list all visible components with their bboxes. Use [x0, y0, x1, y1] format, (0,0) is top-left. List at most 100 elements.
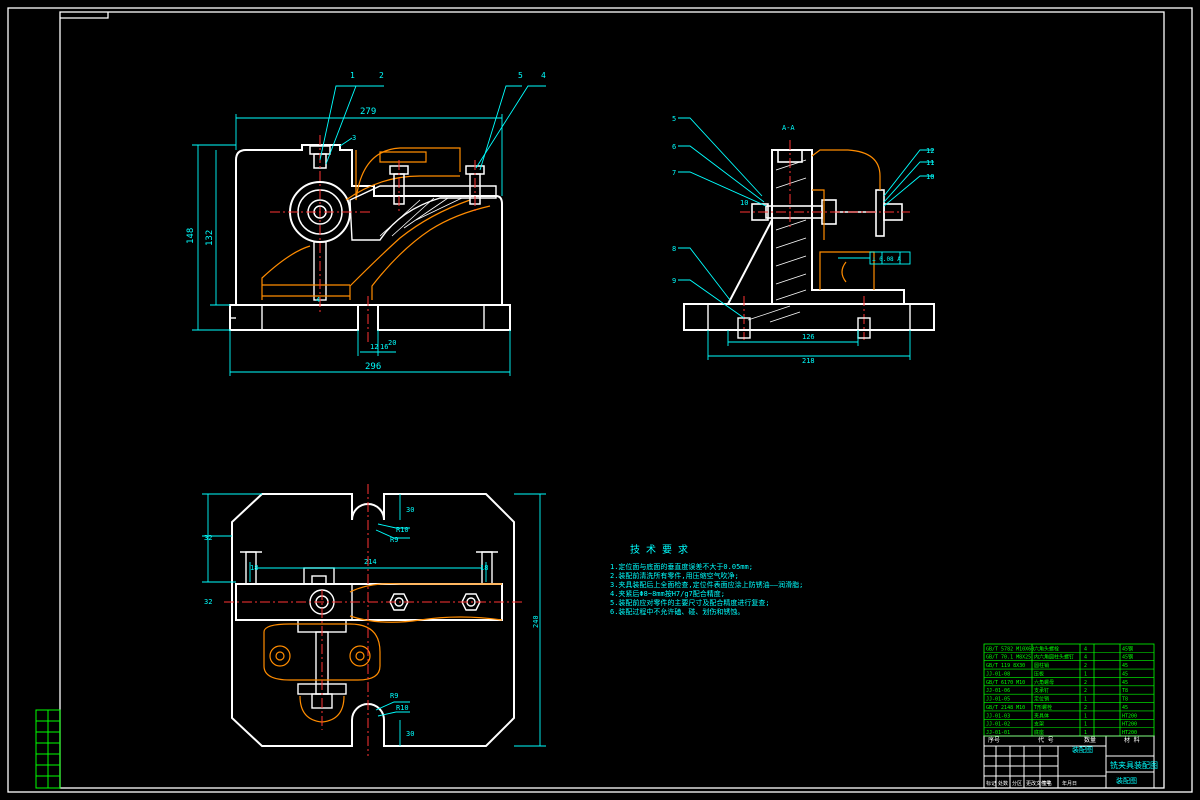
parts-row-code: JJ-01-06 [986, 688, 1010, 694]
parts-row-name: T形螺栓 [1034, 704, 1052, 711]
front-centerlines [270, 135, 476, 345]
side-centerlines [740, 140, 910, 340]
tech-line-4: 4.夹紧后Φ8~8mm按H7/g7配合精度; [610, 589, 725, 598]
parts-row-code: GB/T 6170 M10 [986, 680, 1025, 686]
front-dim-small-2: 4 [316, 296, 320, 304]
front-view: 279 148 132 296 12 16 20 3 4 1 2 5 4 [186, 71, 546, 376]
side-bolt-assembly [751, 149, 903, 237]
tech-line-1: 1.定位面与底面的垂直度误差不大于0.05mm; [610, 562, 753, 571]
parts-row-qty: 2 [1084, 663, 1087, 669]
side-balloon-6: 6 [672, 143, 676, 151]
tech-line-6: 6.装配过程中不允许磕、碰、划伤和锈蚀。 [610, 607, 744, 616]
parts-row-name: 压板 [1034, 670, 1044, 677]
parts-row-code: GB/T 119 8X30 [986, 663, 1025, 669]
front-balloon-5: 5 [518, 71, 523, 80]
top-dim-32-a: 32 [204, 534, 212, 542]
top-dim-32-b: 32 [204, 598, 212, 606]
parts-row-material: 45钢 [1122, 654, 1133, 661]
parts-row-qty: 1 [1084, 730, 1087, 736]
tech-requirements: 技 术 要 求 1.定位面与底面的垂直度误差不大于0.05mm; 2.装配前清洗… [610, 543, 803, 616]
parts-row-material: T8 [1122, 697, 1128, 703]
parts-row-qty: 1 [1084, 671, 1087, 677]
side-section-label: A-A [782, 124, 795, 132]
side-balloon-7: 7 [672, 169, 676, 177]
parts-row-qty: 4 [1084, 646, 1087, 652]
front-rib-hatch [349, 185, 497, 241]
front-dim-279: 279 [360, 107, 376, 117]
top-centerlines [224, 484, 524, 756]
parts-row-qty: 1 [1084, 722, 1087, 728]
parts-row-qty: 4 [1084, 655, 1087, 661]
parts-row-material: 45钢 [1122, 645, 1133, 652]
side-section-hatch [747, 159, 807, 323]
parts-row-name: 定位销 [1034, 696, 1049, 703]
top-hidden-lines [263, 583, 503, 723]
parts-header-material: 材 料 [1124, 736, 1140, 744]
tech-line-3: 3.夹具装配后上全面检查,定位件表面应涂上防锈油——润滑脂; [610, 580, 803, 589]
parts-row-qty: 2 [1084, 680, 1087, 686]
drawing-frame [7, 7, 1193, 793]
top-dim-r9-top: R9 [390, 536, 398, 544]
top-bolt-holes [303, 567, 481, 615]
parts-header-qty: 数量 [1084, 736, 1096, 744]
parts-row-code: JJ-01-08 [986, 671, 1010, 677]
tech-requirements-title: 技 术 要 求 [630, 543, 688, 556]
front-dim-small-1: 3 [352, 134, 356, 142]
top-view: 30 R10 R9 32 32 18 214 18 240 R9 R10 30 [202, 484, 546, 756]
parts-row-name: 支架 [1034, 721, 1044, 728]
top-dimensions [202, 493, 546, 747]
parts-row-code: JJ-01-05 [986, 697, 1010, 703]
parts-row-name: 内六角圆柱头螺钉 [1034, 654, 1074, 661]
front-balloon-4: 4 [541, 71, 546, 80]
parts-row-material: 45 [1122, 705, 1128, 711]
top-dim-text: 30 R10 R9 32 32 18 214 18 240 R9 R10 30 [204, 506, 540, 738]
bottom-label-zone: 分区 [1012, 780, 1022, 787]
parts-row-code: GB/T 70.1 M8X25 [986, 655, 1031, 661]
front-balloon-2: 2 [379, 71, 384, 80]
bottom-label-date: 年月日 [1062, 780, 1077, 787]
parts-row-code: JJ-01-02 [986, 722, 1010, 728]
side-dim-small: 10 [740, 199, 748, 207]
parts-row-code: JJ-01-01 [986, 730, 1010, 736]
parts-row-material: T8 [1122, 688, 1128, 694]
parts-header-index: 序号 [988, 736, 1000, 744]
top-dim-30-top: 30 [406, 506, 414, 514]
side-datum-frame: ⊥ 0.08 A [872, 256, 901, 263]
left-revision-strip [35, 709, 61, 789]
top-dim-214: 214 [364, 558, 377, 566]
parts-row-name: 支承钉 [1034, 687, 1049, 694]
side-balloon-8: 8 [672, 245, 676, 253]
parts-row-name: 圆柱销 [1034, 662, 1049, 669]
tech-line-5: 5.装配前应对零件的主要尺寸及配合精度进行复查; [610, 598, 770, 607]
top-dim-r10-top: R10 [396, 526, 409, 534]
front-dim-slot-2: 16 [380, 343, 388, 351]
parts-row-material: HT200 [1122, 713, 1137, 719]
front-base [229, 304, 511, 331]
parts-row-material: HT200 [1122, 730, 1137, 736]
bottom-label-count: 处数 [998, 780, 1008, 787]
side-base [683, 303, 935, 331]
top-dim-30-bottom: 30 [406, 730, 414, 738]
front-dim-132: 132 [205, 230, 215, 246]
parts-row-qty: 1 [1084, 713, 1087, 719]
front-dim-296: 296 [365, 362, 381, 372]
front-balloon-1: 1 [350, 71, 355, 80]
side-balloon-5: 5 [672, 115, 676, 123]
side-hidden-lines [811, 149, 881, 290]
tech-line-2: 2.装配前清洗所有零件,用压缩空气吹净; [610, 571, 739, 580]
drawing-name: 装配图 [1072, 745, 1093, 754]
front-dim-text: 279 148 132 296 12 16 20 3 4 1 2 5 4 [186, 71, 546, 372]
drawing-title: 铣夹具装配图 [1110, 760, 1158, 770]
title-block-grid [983, 735, 1155, 789]
parts-row-name: 底座 [1034, 729, 1044, 736]
side-dimensions [678, 117, 934, 360]
parts-row-qty: 1 [1084, 697, 1087, 703]
top-dim-18-left: 18 [250, 564, 258, 572]
parts-row-material: 45 [1122, 663, 1128, 669]
front-dim-slot-1: 12 [370, 343, 378, 351]
front-body-outline [235, 144, 503, 306]
side-balloon-11: 11 [926, 159, 934, 167]
